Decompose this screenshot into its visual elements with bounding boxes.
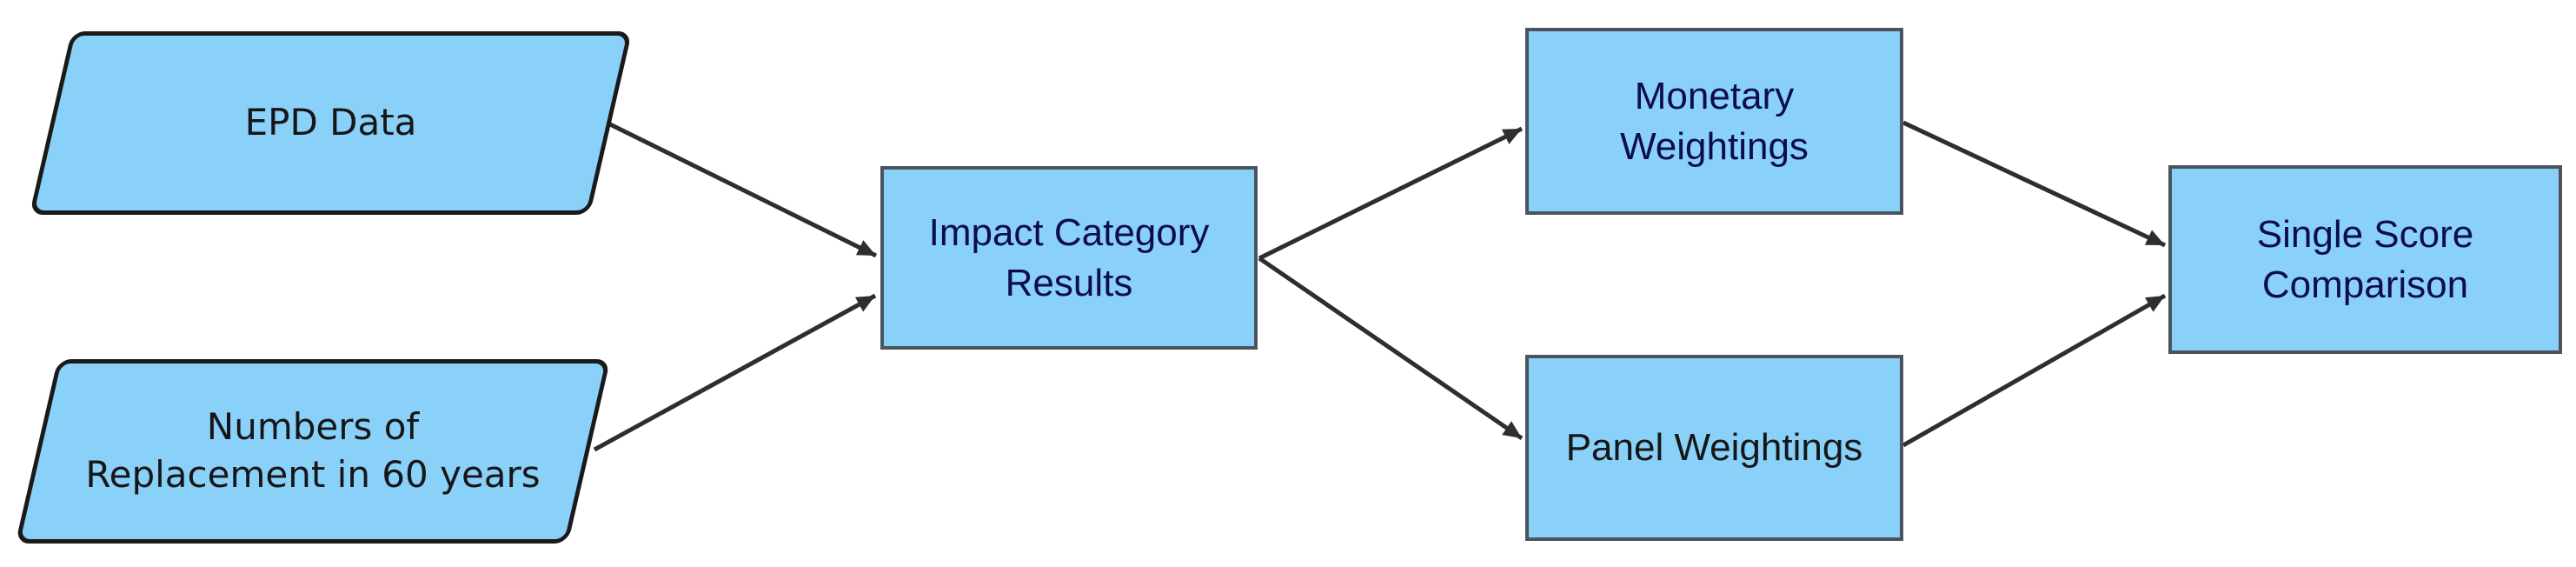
edge-impact-results-to-monetary-weightings — [1258, 126, 1524, 261]
node-replacements-label: Numbers of Replacement in 60 years — [85, 405, 541, 496]
node-monetary-weightings: Monetary Weightings — [1525, 28, 1903, 215]
edge-impact-results-to-panel-weightings — [1258, 256, 1524, 441]
node-panel-weightings-label: Panel Weightings — [1565, 426, 1863, 470]
impact-results-rectangle-shape — [880, 166, 1258, 350]
node-epd-data: EPD Data — [29, 31, 633, 215]
node-monetary-weightings-label: Monetary Weightings — [1620, 75, 1809, 168]
node-single-score-label: Single Score Comparison — [2256, 213, 2474, 306]
monetary-weightings-rectangle-shape — [1525, 28, 1903, 215]
single-score-rectangle-shape — [2168, 165, 2562, 354]
node-impact-results: Impact Category Results — [880, 166, 1258, 350]
node-replacements: Numbers of Replacement in 60 years — [15, 359, 611, 544]
node-epd-data-label: EPD Data — [244, 101, 417, 144]
panel-weightings-rectangle-shape — [1525, 355, 1903, 541]
node-single-score: Single Score Comparison — [2168, 165, 2562, 354]
node-impact-results-label: Impact Category Results — [928, 211, 1210, 304]
node-panel-weightings: Panel Weightings — [1525, 355, 1903, 541]
edge-epd-data-to-impact-results — [607, 121, 878, 258]
edge-panel-weightings-to-single-score — [1902, 293, 2167, 448]
edge-replacements-to-impact-results — [593, 293, 877, 452]
edge-monetary-weightings-to-single-score — [1902, 120, 2167, 248]
